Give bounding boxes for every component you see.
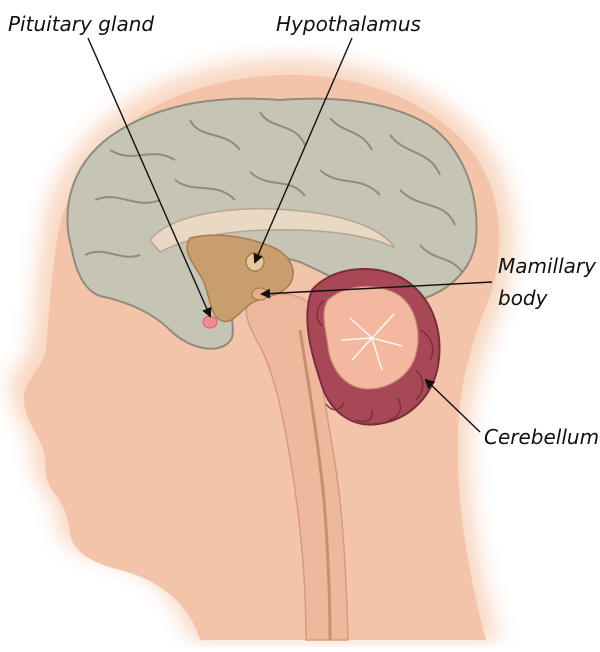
label-pituitary-gland: Pituitary gland <box>8 12 154 36</box>
label-mamillary-line2: body <box>498 286 547 310</box>
label-hypothalamus: Hypothalamus <box>276 12 421 36</box>
label-mamillary-line1: Mamillary <box>498 254 596 278</box>
label-cerebellum: Cerebellum <box>484 425 599 449</box>
pituitary-gland-shape <box>203 316 217 328</box>
